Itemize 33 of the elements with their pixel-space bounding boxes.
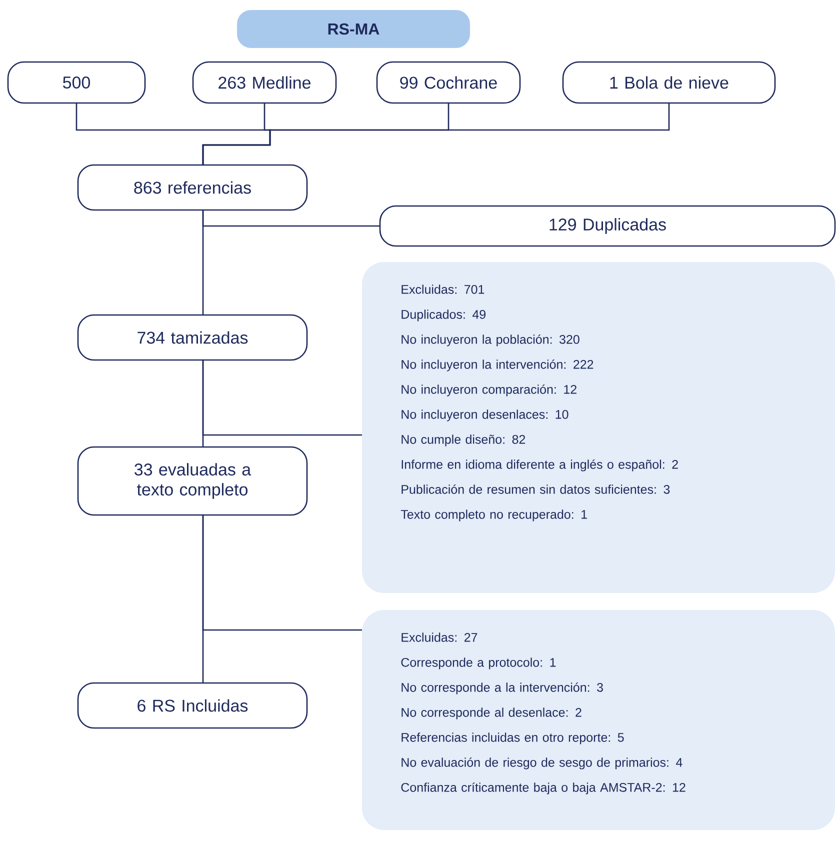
list-item: Excluidas: 701 [402,284,484,294]
process-box: 734 tamizadas [77,314,308,361]
list-item: No incluyeron desenlaces: 10 [402,410,568,422]
list-item: Publicación de resumen sin datos suficientes: 3 [402,484,670,494]
connector-line [202,103,670,165]
list-item: No cumple diseño: 82 [402,434,526,446]
process-box: 99 Cochrane [376,61,521,104]
process-box: 33 evaluadas a texto completo [77,446,308,516]
list-item: Texto completo no recuperado: 1 [400,510,587,522]
process-box: 263 Medline [192,61,337,104]
connector-line [202,360,204,447]
list-item: No incluyeron comparación: 12 [402,384,576,396]
process-box: 1 Bola de nieve [562,61,776,104]
title-band: RS-MA [237,10,470,48]
process-box: 129 Duplicadas [379,205,836,247]
connector-line [202,210,204,315]
list-item: Excluidas: 27 [402,632,478,642]
process-box: 6 RS Incluidas [77,682,308,729]
list-item: No incluyeron la población: 320 [402,334,580,346]
connector-line [202,515,204,683]
list-item: Confianza críticamente baja o baja AMSTAR-2: 12 [401,782,686,794]
list-item: Corresponde a protocolo: 1 [401,658,556,670]
exclusion-panel [362,610,835,830]
list-item: No corresponde a la intervención: 3 [402,682,603,694]
list-item: No incluyeron la intervención: 222 [402,360,594,372]
process-box: 500 [7,61,146,104]
list-item: Informe en idioma diferente a inglés o español: 2 [402,460,678,472]
process-box: 863 referencias [77,164,308,211]
list-item: No corresponde al desenlace: 2 [402,708,582,720]
list-item: Referencias incluidas en otro reporte: 5 [402,732,624,744]
list-item: No evaluación de riesgo de sesgo de primarios: 4 [402,758,682,770]
list-item: Duplicados: 49 [402,310,486,322]
exclusion-panel [362,262,835,593]
